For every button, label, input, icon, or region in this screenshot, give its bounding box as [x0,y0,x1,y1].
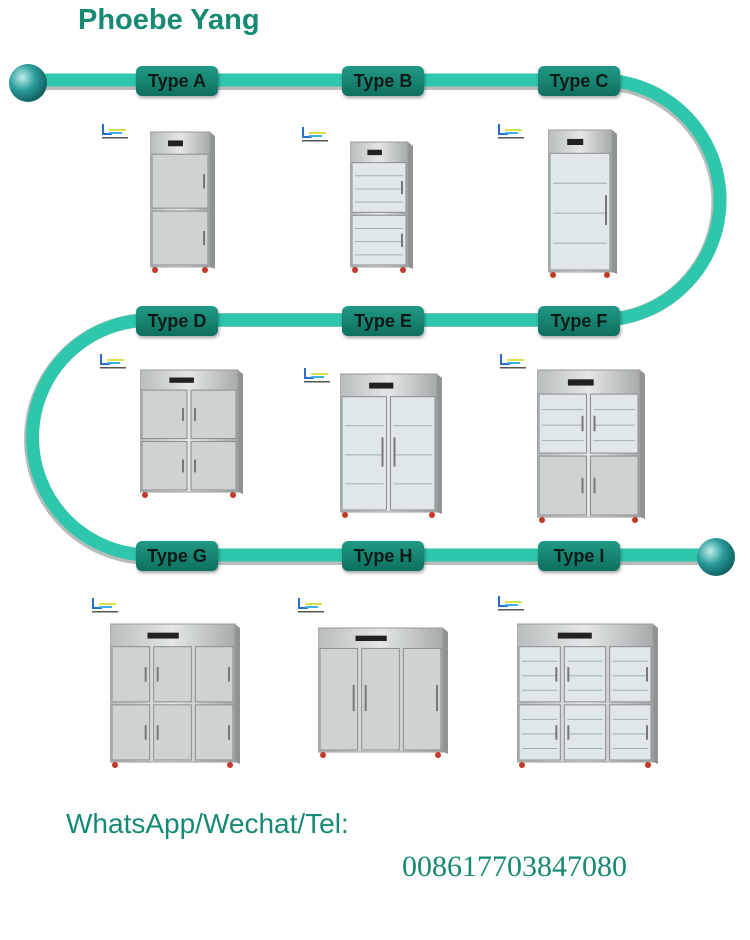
type-label: Type E [342,306,424,336]
refrigerator-image [318,627,448,758]
type-label: Type I [538,541,620,571]
brand-logo-icon [302,127,328,142]
type-label: Type C [538,66,620,96]
contact-phone: 008617703847080 [402,850,627,883]
refrigerator-image [350,141,413,273]
refrigerator-image [110,623,240,768]
refrigerator-image [517,623,658,768]
type-label: Type D [136,306,218,336]
refrigerator-image [537,369,645,523]
refrigerator-image [140,369,243,498]
type-label: Type G [136,541,218,571]
type-label: Type A [136,66,218,96]
brand-logo-icon [102,124,128,139]
track-start-ball [9,64,47,102]
type-label: Type H [342,541,424,571]
page-title: Phoebe Yang [78,4,260,36]
type-label: Type B [342,66,424,96]
refrigerator-image [340,373,442,518]
brand-logo-icon [498,596,524,611]
refrigerator-image [548,129,617,278]
brand-logo-icon [500,354,526,369]
brand-logo-icon [298,598,324,613]
track-end-ball [697,538,735,576]
type-label: Type F [538,306,620,336]
brand-logo-icon [498,124,524,139]
refrigerator-image [150,131,215,273]
contact-label: WhatsApp/Wechat/Tel: [66,808,349,839]
brand-logo-icon [304,368,330,383]
brand-logo-icon [92,598,118,613]
brand-logo-icon [100,354,126,369]
